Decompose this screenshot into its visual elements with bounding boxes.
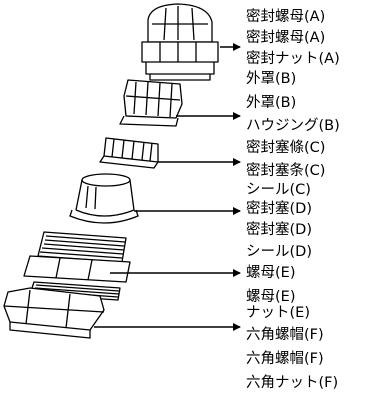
leader-lines xyxy=(94,43,241,331)
label-b-1: 外罩(B) xyxy=(246,71,297,87)
part-c-seal-insert xyxy=(99,137,159,169)
label-e-1: 螺母(E) xyxy=(246,265,296,281)
label-f-3: 六角ナット(F) xyxy=(246,375,339,391)
label-e-3: ナット(E) xyxy=(246,305,310,321)
label-a-2: 密封螺母(A) xyxy=(246,30,326,46)
part-a-sealing-nut xyxy=(141,3,219,81)
label-f-1: 六角螺帽(F) xyxy=(246,327,324,343)
label-d-2: 密封塞(D) xyxy=(246,222,312,238)
part-f-hex-nut xyxy=(3,287,105,339)
label-c-1: 密封塞條(C) xyxy=(246,140,326,156)
label-d-3: シール(D) xyxy=(246,244,312,260)
label-b-2: 外罩(B) xyxy=(246,95,297,111)
label-b-3: ハウジング(B) xyxy=(246,118,340,134)
label-e-2: 螺母(E) xyxy=(246,289,296,305)
label-d-1: 密封塞(D) xyxy=(246,201,312,217)
part-d-seal-plug xyxy=(69,173,139,224)
part-b-housing xyxy=(119,79,183,127)
label-c-3: シール(C) xyxy=(246,182,311,198)
label-a-1: 密封螺母(A) xyxy=(246,9,326,25)
label-a-3: 密封ナット(A) xyxy=(246,51,340,67)
label-f-2: 六角螺帽(F) xyxy=(246,351,324,367)
label-c-2: 密封塞条(C) xyxy=(246,163,326,179)
